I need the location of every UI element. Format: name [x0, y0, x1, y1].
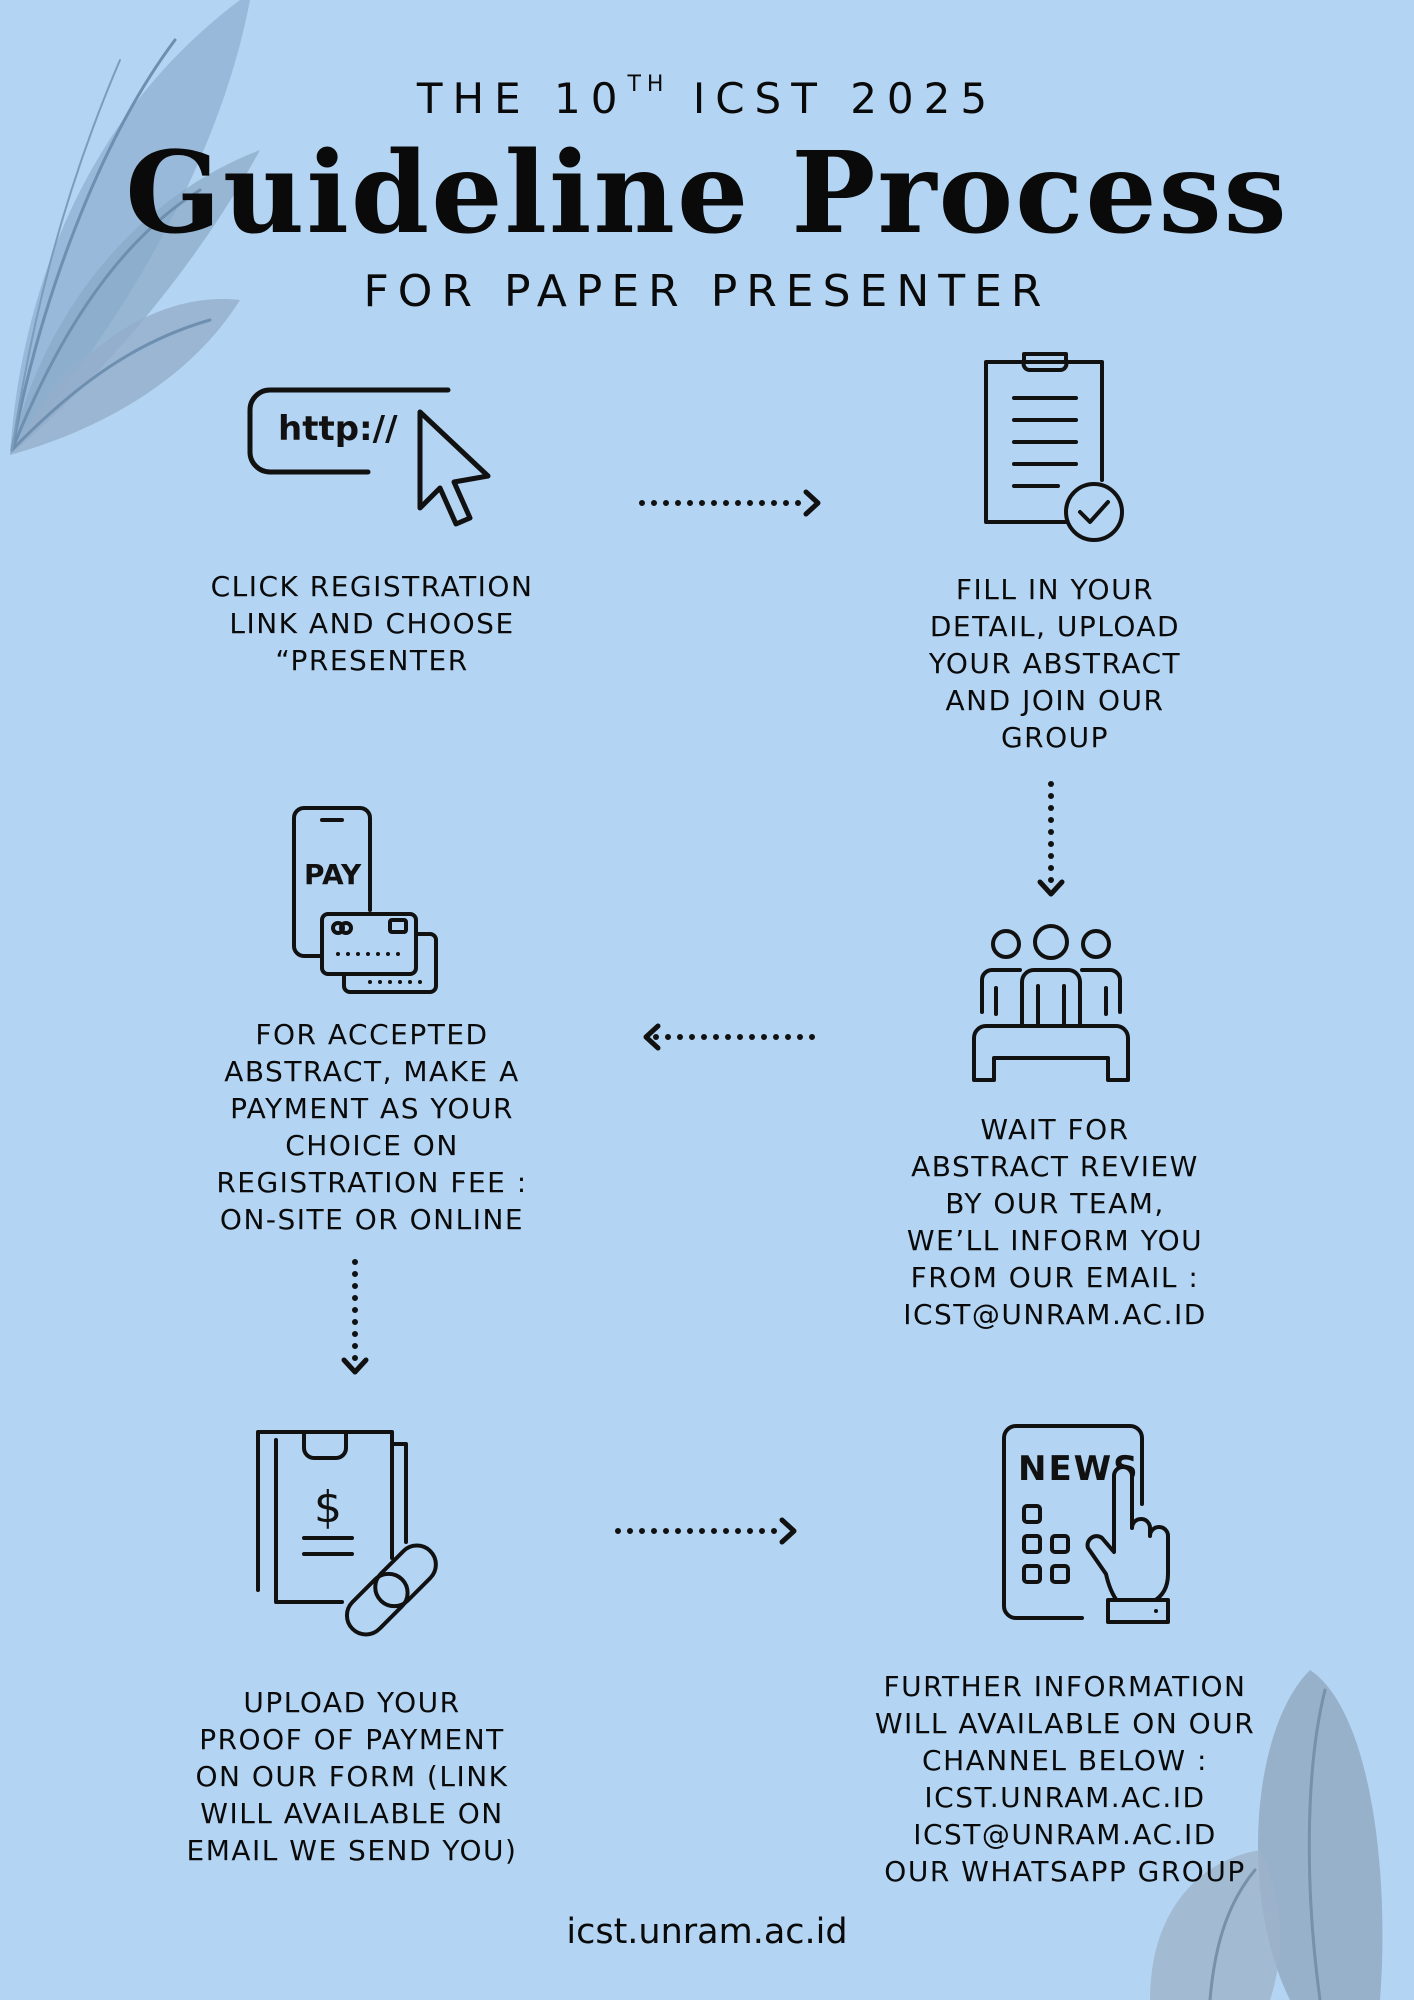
footer-website[interactable]: icst.unram.ac.id	[566, 1912, 848, 1952]
arrow-left-icon	[643, 1023, 825, 1051]
page-subtitle: FOR PAPER PRESENTER	[363, 266, 1051, 317]
conference-edition-heading: THE 10TH ICST 2025	[0, 72, 1414, 123]
svg-text:$: $	[314, 1482, 342, 1533]
leaf-decoration-bottom-right-icon	[1150, 1670, 1383, 2000]
page-title: Guideline Process	[125, 128, 1289, 259]
mobile-pay-cards-icon: PAY	[292, 806, 438, 994]
clipboard-check-icon	[984, 352, 1124, 542]
http-label: http://	[278, 409, 398, 449]
step-5-text: UPLOAD YOUR PROOF OF PAYMENT ON OUR FORM…	[186, 1686, 518, 1867]
browser-link-cursor-icon: http://	[247, 387, 491, 527]
arrow-down-icon	[341, 1259, 369, 1375]
step-6-text: FURTHER INFORMATION WILL AVAILABLE ON OU…	[874, 1670, 1256, 1888]
leaf-decoration-top-left-icon	[10, 0, 260, 455]
pre-title-text: THE 10	[416, 74, 628, 123]
pre-title-superscript: TH	[627, 72, 670, 97]
pre-title-year: ICST 2025	[669, 74, 998, 123]
pay-label: PAY	[304, 858, 362, 891]
arrow-right-icon	[615, 1517, 797, 1545]
step-3-text: WAIT FOR ABSTRACT REVIEW BY OUR TEAM, WE…	[903, 1113, 1207, 1331]
team-review-icon	[972, 924, 1130, 1082]
arrow-down-icon	[1037, 781, 1065, 897]
step-4-text: FOR ACCEPTED ABSTRACT, MAKE A PAYMENT AS…	[216, 1018, 528, 1236]
step-1-text: CLICK REGISTRATION LINK AND CHOOSE “PRES…	[210, 570, 534, 677]
step-2-text: FILL IN YOUR DETAIL, UPLOAD YOUR ABSTRAC…	[928, 573, 1182, 754]
receipt-link-icon: $	[256, 1430, 438, 1637]
arrow-right-icon	[639, 489, 821, 517]
news-tablet-tap-icon: NEWS	[1002, 1424, 1170, 1624]
